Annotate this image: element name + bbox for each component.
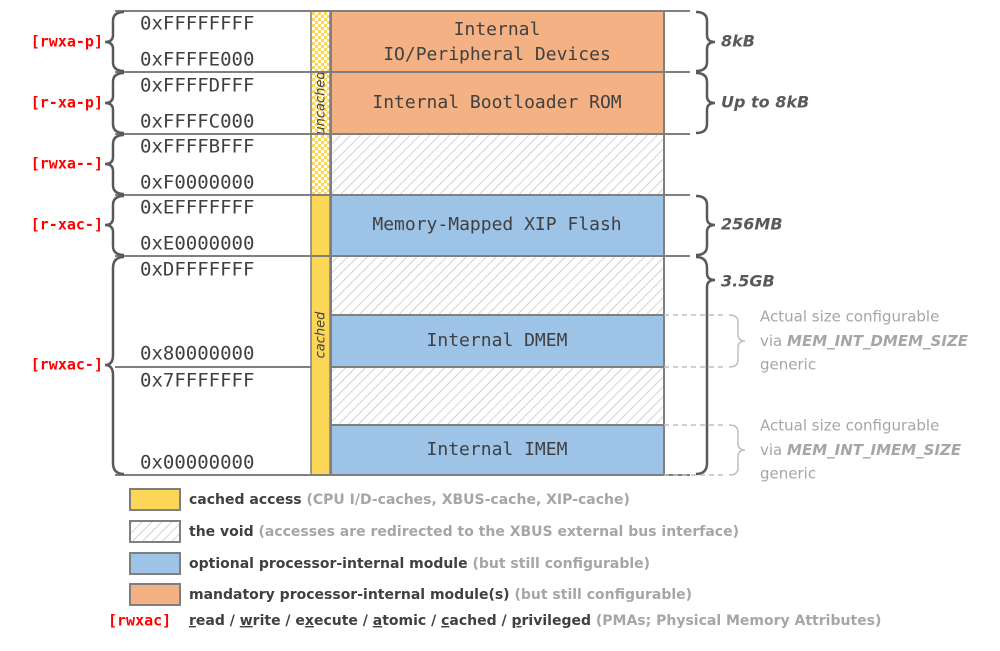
dmem-note: Actual size configurable via MEM_INT_DME…: [760, 308, 969, 374]
legend-mandatory: mandatory processor-internal module(s) (…: [189, 587, 692, 603]
address-label: 0x80000000: [140, 343, 254, 365]
legend-cached: cached access (CPU I/D-caches, XBUS-cach…: [189, 492, 630, 508]
region-xip-label: Memory-Mapped XIP Flash: [372, 214, 621, 235]
address-label: 0xFFFFE000: [140, 49, 254, 71]
imem-note-line3: generic: [760, 465, 816, 483]
legend-void: the void (accesses are redirected to the…: [189, 524, 739, 540]
left-braces: [104, 10, 125, 476]
dmem-note-line1: Actual size configurable: [760, 308, 939, 326]
region-column: [330, 10, 665, 476]
region-labels: Internal IO/Peripheral Devices Internal …: [372, 19, 621, 460]
address-labels: 0xFFFFFFFF 0xFFFFE000 0xFFFFDFFF 0xFFFFC…: [140, 13, 254, 474]
region-io-label-line1: Internal: [454, 19, 541, 40]
address-label: 0x7FFFFFFF: [140, 370, 254, 392]
legend-swatch-cached: [129, 488, 181, 511]
dmem-note-line2: via MEM_INT_DMEM_SIZE: [760, 332, 969, 350]
region-dmem-label: Internal DMEM: [427, 330, 568, 351]
pma-label-io: [rwxa-p]: [31, 33, 103, 51]
legend-swatch-void: [129, 520, 181, 543]
size-label-main: 3.5GB: [721, 272, 775, 291]
legend-pma-code: [rwxac]: [108, 612, 171, 630]
pma-label-main: [rwxac-]: [31, 356, 103, 374]
address-label: 0xDFFFFFFF: [140, 259, 254, 281]
size-label-io: 8kB: [721, 32, 755, 51]
address-label: 0xEFFFFFFF: [140, 197, 254, 219]
legend-swatch-mandatory: [129, 583, 181, 606]
cache-bar: uncached cached: [310, 10, 331, 476]
address-label: 0xFFFFC000: [140, 111, 254, 133]
cached-label: cached: [314, 311, 329, 358]
region-bootloader-box: [330, 71, 665, 135]
address-label: 0xFFFFBFFF: [140, 136, 254, 158]
region-dmem-box: [330, 314, 665, 368]
pma-label-bootloader: [r-xa-p]: [31, 94, 103, 112]
note-connectors: [664, 314, 746, 476]
region-io-box: [330, 10, 665, 73]
dmem-note-line3: generic: [760, 356, 816, 374]
pma-label-xip: [r-xac-]: [31, 216, 103, 234]
uncached-label: uncached: [314, 71, 329, 135]
legend: cached access (CPU I/D-caches, XBUS-cach…: [108, 488, 881, 630]
legend-swatch-optional: [129, 552, 181, 575]
legend-optional: optional processor-internal module (but …: [189, 556, 650, 572]
imem-note: Actual size configurable via MEM_INT_IME…: [760, 417, 962, 483]
address-separators: [115, 10, 690, 476]
size-label-xip: 256MB: [721, 215, 783, 234]
region-imem-label: Internal IMEM: [427, 439, 568, 460]
address-label: 0xF0000000: [140, 172, 254, 194]
legend-pma-description: read / write / execute / atomic / cached…: [189, 613, 881, 629]
dmem-generic-name: MEM_INT_DMEM_SIZE: [787, 332, 969, 350]
pma-labels: [rwxa-p] [r-xa-p] [rwxa--] [r-xac-] [rwx…: [31, 33, 103, 374]
imem-note-line2: via MEM_INT_IMEM_SIZE: [760, 441, 962, 459]
right-braces: [695, 10, 716, 476]
region-io-label-line2: IO/Peripheral Devices: [383, 44, 611, 65]
imem-note-line1: Actual size configurable: [760, 417, 939, 435]
address-label: 0x00000000: [140, 452, 254, 474]
size-labels: 8kB Up to 8kB 256MB 3.5GB: [721, 32, 809, 291]
address-label: 0xE0000000: [140, 233, 254, 255]
region-bootloader-label: Internal Bootloader ROM: [372, 92, 621, 113]
address-label: 0xFFFFDFFF: [140, 75, 254, 97]
region-void-upper: [330, 133, 665, 196]
pma-label-void: [rwxa--]: [31, 155, 103, 173]
address-label: 0xFFFFFFFF: [140, 13, 254, 35]
size-label-bootloader: Up to 8kB: [721, 93, 809, 112]
region-imem-box: [330, 424, 665, 476]
imem-generic-name: MEM_INT_IMEM_SIZE: [787, 441, 962, 459]
